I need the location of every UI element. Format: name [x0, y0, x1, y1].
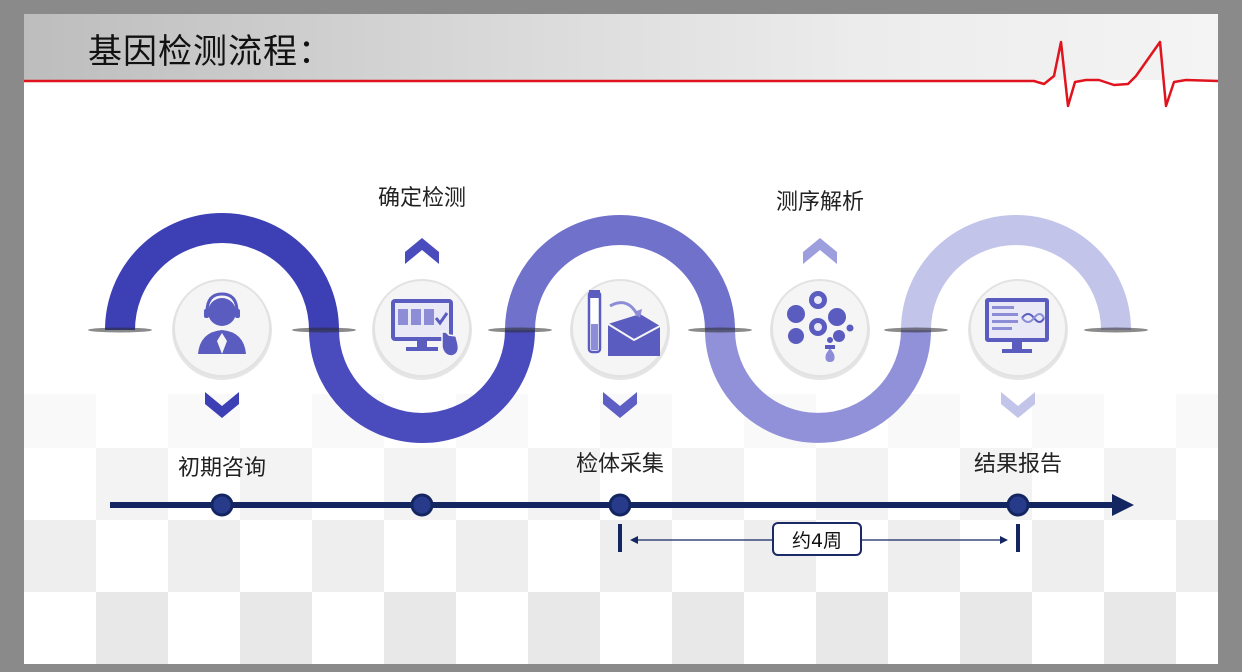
duration-arrow-right: [1000, 536, 1008, 544]
chevron-up-icon: [405, 238, 439, 264]
timeline-dots: [210, 493, 1030, 517]
step-label-2: 确定检测: [377, 186, 467, 211]
checker-tile: [960, 592, 1032, 664]
checker-tile: [1176, 520, 1218, 592]
checker-tile: [816, 592, 888, 664]
duration-label: 约4周: [772, 522, 862, 556]
step-label-5: 结果报告: [973, 452, 1063, 477]
checker-tile: [240, 592, 312, 664]
step-icon-3: [570, 279, 670, 380]
wave-segment-1: [105, 213, 339, 331]
page-title: 基因检测流程：: [88, 32, 333, 72]
wave-segment-5: [901, 215, 1131, 331]
timeline-arrowhead: [1112, 494, 1134, 516]
wave-segment-4: [705, 329, 931, 443]
step-icon-4: [770, 279, 870, 380]
slide: 基因检测流程：: [24, 14, 1218, 664]
wave-segment-2: [309, 329, 535, 443]
checker-tile: [1032, 520, 1104, 592]
checker-tile: [456, 520, 528, 592]
checker-tile: [1104, 592, 1176, 664]
computer-select-icon: [391, 299, 460, 357]
step-label-4: 测序解析: [775, 190, 865, 215]
heartbeat-line: [24, 40, 1218, 108]
checker-tile: [168, 520, 240, 592]
step-icon-2: [372, 279, 472, 380]
title-bar: 基因检测流程：: [24, 14, 1218, 80]
chevron-down-icon: [205, 392, 239, 418]
step-label-1: 初期咨询: [177, 456, 267, 481]
sample-tube-box-icon: [587, 290, 661, 356]
checker-tile: [312, 520, 384, 592]
consultant-headset-icon: [198, 292, 246, 354]
step-icon-1: [172, 279, 272, 380]
checker-tile: [528, 592, 600, 664]
checker-tile: [96, 592, 168, 664]
chevron-down-icon: [603, 392, 637, 418]
checker-tile: [1032, 394, 1104, 448]
wave-segment-3: [505, 215, 735, 331]
checker-tile: [24, 520, 96, 592]
process-diagram: [24, 40, 1218, 552]
molecule-analysis-icon: [787, 291, 854, 362]
checker-tile: [600, 520, 672, 592]
report-monitor-icon: [985, 298, 1049, 353]
checker-tile: [672, 592, 744, 664]
duration-arrow-left: [630, 536, 638, 544]
checker-tile: [384, 592, 456, 664]
step-icon-5: [968, 279, 1068, 380]
checker-tile: [24, 394, 96, 448]
chevron-up-icon: [803, 238, 837, 264]
checker-tile: [1176, 394, 1218, 448]
wave-seams: [88, 327, 1148, 333]
checker-tile: [888, 520, 960, 592]
step-label-3: 检体采集: [575, 452, 665, 477]
chevron-down-icon: [1001, 392, 1035, 418]
